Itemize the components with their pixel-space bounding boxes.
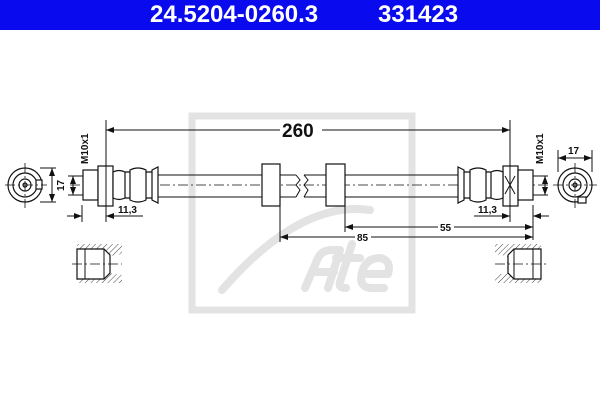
far-distance-label: 85 (357, 233, 369, 244)
right-end-width-label: 17 (568, 146, 580, 157)
left-fitting-length-label: 11,3 (118, 205, 137, 216)
right-end-view (553, 150, 597, 208)
right-thread-label: M10x1 (535, 133, 546, 164)
left-thread-label: M10x1 (80, 133, 91, 164)
ate-watermark-logo (188, 112, 416, 314)
right-fitting-length-label: 11,3 (478, 205, 497, 216)
part-number: 24.5204-0260.3 (150, 1, 319, 28)
left-port-section (72, 244, 122, 283)
right-port-section (495, 244, 546, 283)
length-label: 260 (282, 121, 314, 142)
reference-number: 331423 (378, 1, 459, 28)
left-end-view (5, 163, 56, 208)
title-bar: 24.5204-0260.3 331423 (0, 0, 600, 30)
left-nut (82, 169, 99, 201)
brake-hose (70, 163, 548, 207)
near-distance-label: 55 (440, 223, 452, 234)
left-sleeve (261, 163, 281, 207)
right-nut (517, 169, 534, 201)
right-sleeve (325, 163, 346, 207)
left-end-width-label: 17 (56, 179, 67, 191)
